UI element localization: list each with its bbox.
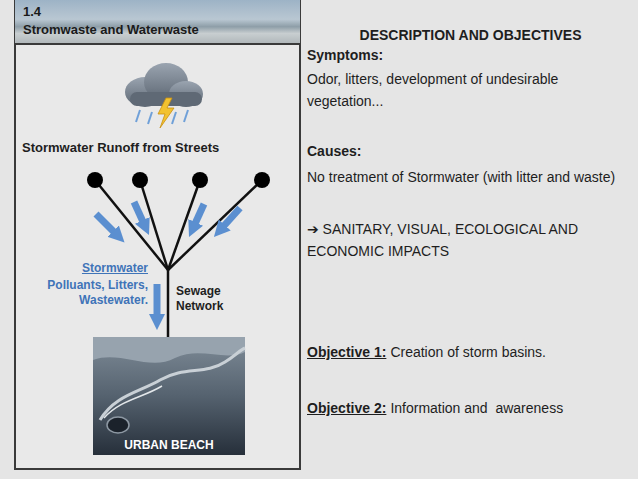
node-heading: 1.4 [23,3,292,21]
beach-photo [93,337,245,455]
section-heading: DESCRIPTION AND OBJECTIVES [308,26,633,44]
field-text: No treatment of Stormwater (with litter … [307,166,633,188]
objective-row: Objective 1:Creation of storm basins. [307,342,633,362]
section-label: Stormwater Runoff from Streets [22,139,292,156]
storm-cloud-icon [125,63,203,128]
network-label: Sewage Network [176,284,250,314]
flow-label: Polluants, Litters, Wastewater. [36,278,148,308]
objective-text: Information and awareness [390,400,563,416]
field-text: Odor, litters, development of undesirabl… [307,68,633,112]
panel-frame [15,1,300,469]
node-text: Stromwaste and Waterwaste [23,21,292,39]
objective-heading: Objective 1: [307,344,386,360]
node-heading: URBAN BEACH [124,438,213,452]
sewage-network-lines [95,180,262,338]
photo-caption-box: URBAN BEACH [93,337,245,455]
objective-heading: Objective 2: [307,400,386,416]
header-band: 1.4Stromwaste and Waterwaste [15,0,300,45]
field-heading: Causes: [307,142,632,160]
objective-row: Objective 2:Information and awareness [307,398,633,418]
impact-text: ➔ SANITARY, VISUAL, ECOLOGICAL AND ECONO… [307,218,633,262]
street-inlet-dot [87,172,270,188]
flow-label: Stormwater [36,261,148,276]
field-heading: Symptoms: [307,46,632,64]
objective-text: Creation of storm basins. [390,344,546,360]
